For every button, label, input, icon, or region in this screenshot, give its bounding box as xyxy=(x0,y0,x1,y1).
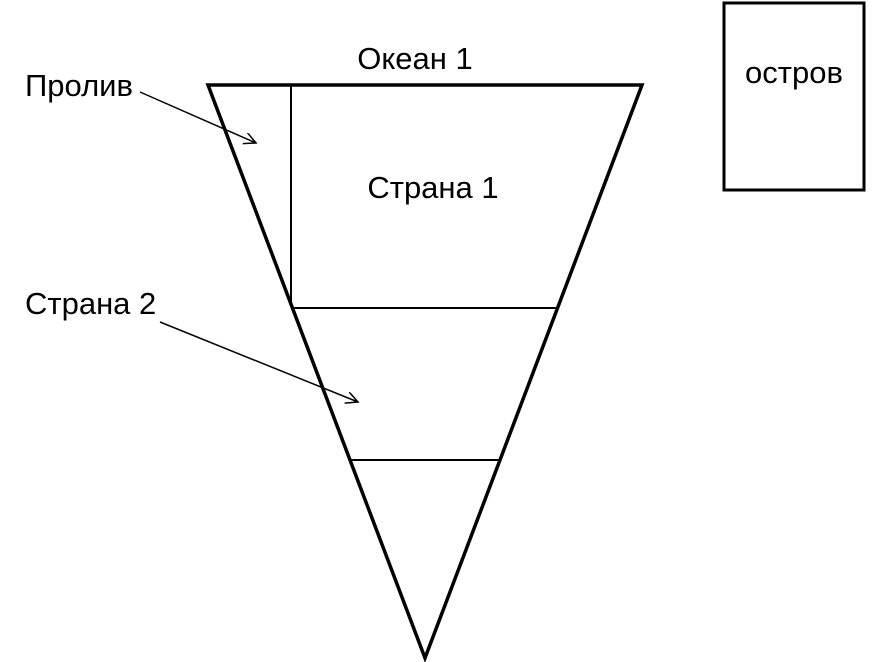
country2-label: Страна 2 xyxy=(25,286,156,321)
island-label: остров xyxy=(745,55,843,90)
country1-label: Страна 1 xyxy=(367,170,498,205)
strait-label: Пролив xyxy=(25,68,133,103)
country2-arrow xyxy=(159,321,358,402)
island-box xyxy=(722,1,866,192)
strait-arrow xyxy=(139,91,256,143)
landmass-triangle xyxy=(205,83,645,662)
ocean-label: Океан 1 xyxy=(357,41,472,76)
